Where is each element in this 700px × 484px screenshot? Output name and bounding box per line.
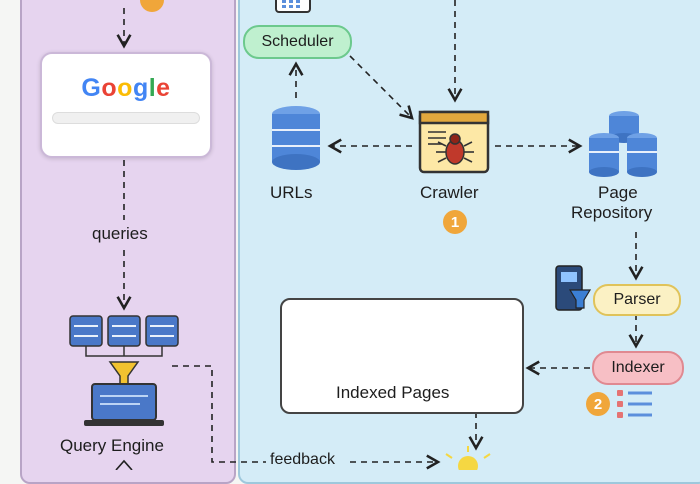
google-search-card: Google (40, 52, 212, 158)
lightbulb-icon (445, 446, 491, 470)
page-repository-label-line2: Repository (571, 203, 653, 222)
query-engine-up-arrow (115, 459, 133, 470)
indexer-node: Indexer (592, 351, 684, 385)
monitor-icon (275, 0, 311, 13)
indexed-pages-box (280, 298, 524, 414)
page-repository-label-line1: Page (598, 183, 638, 202)
queries-edge-label: queries (90, 224, 150, 244)
indexed-pages-label: Indexed Pages (336, 383, 450, 402)
query-engine-label: Query Engine (60, 436, 164, 455)
crawler-label: Crawler (420, 183, 479, 202)
arrow-scheduler-to-crawler (349, 55, 414, 120)
query-engine-icon (69, 315, 179, 426)
google-logo: Google (81, 74, 171, 102)
feedback-edge-label: feedback (268, 451, 337, 469)
scheduler-node: Scheduler (243, 25, 352, 59)
search-input[interactable] (52, 112, 200, 124)
indexer-list-icon (617, 390, 652, 418)
arrow-engine-feedback (172, 365, 266, 463)
step-badge-crawler: 1 (443, 210, 467, 234)
urls-database-icon (272, 106, 320, 170)
parser-node: Parser (593, 284, 681, 316)
page-repository-database-icon (589, 111, 657, 177)
step-badge-indexer: 2 (586, 392, 610, 416)
crawler-bug-icon (418, 110, 490, 174)
parser-machine-icon (555, 265, 592, 311)
urls-label: URLs (270, 183, 313, 202)
step-badge-top (140, 0, 164, 12)
